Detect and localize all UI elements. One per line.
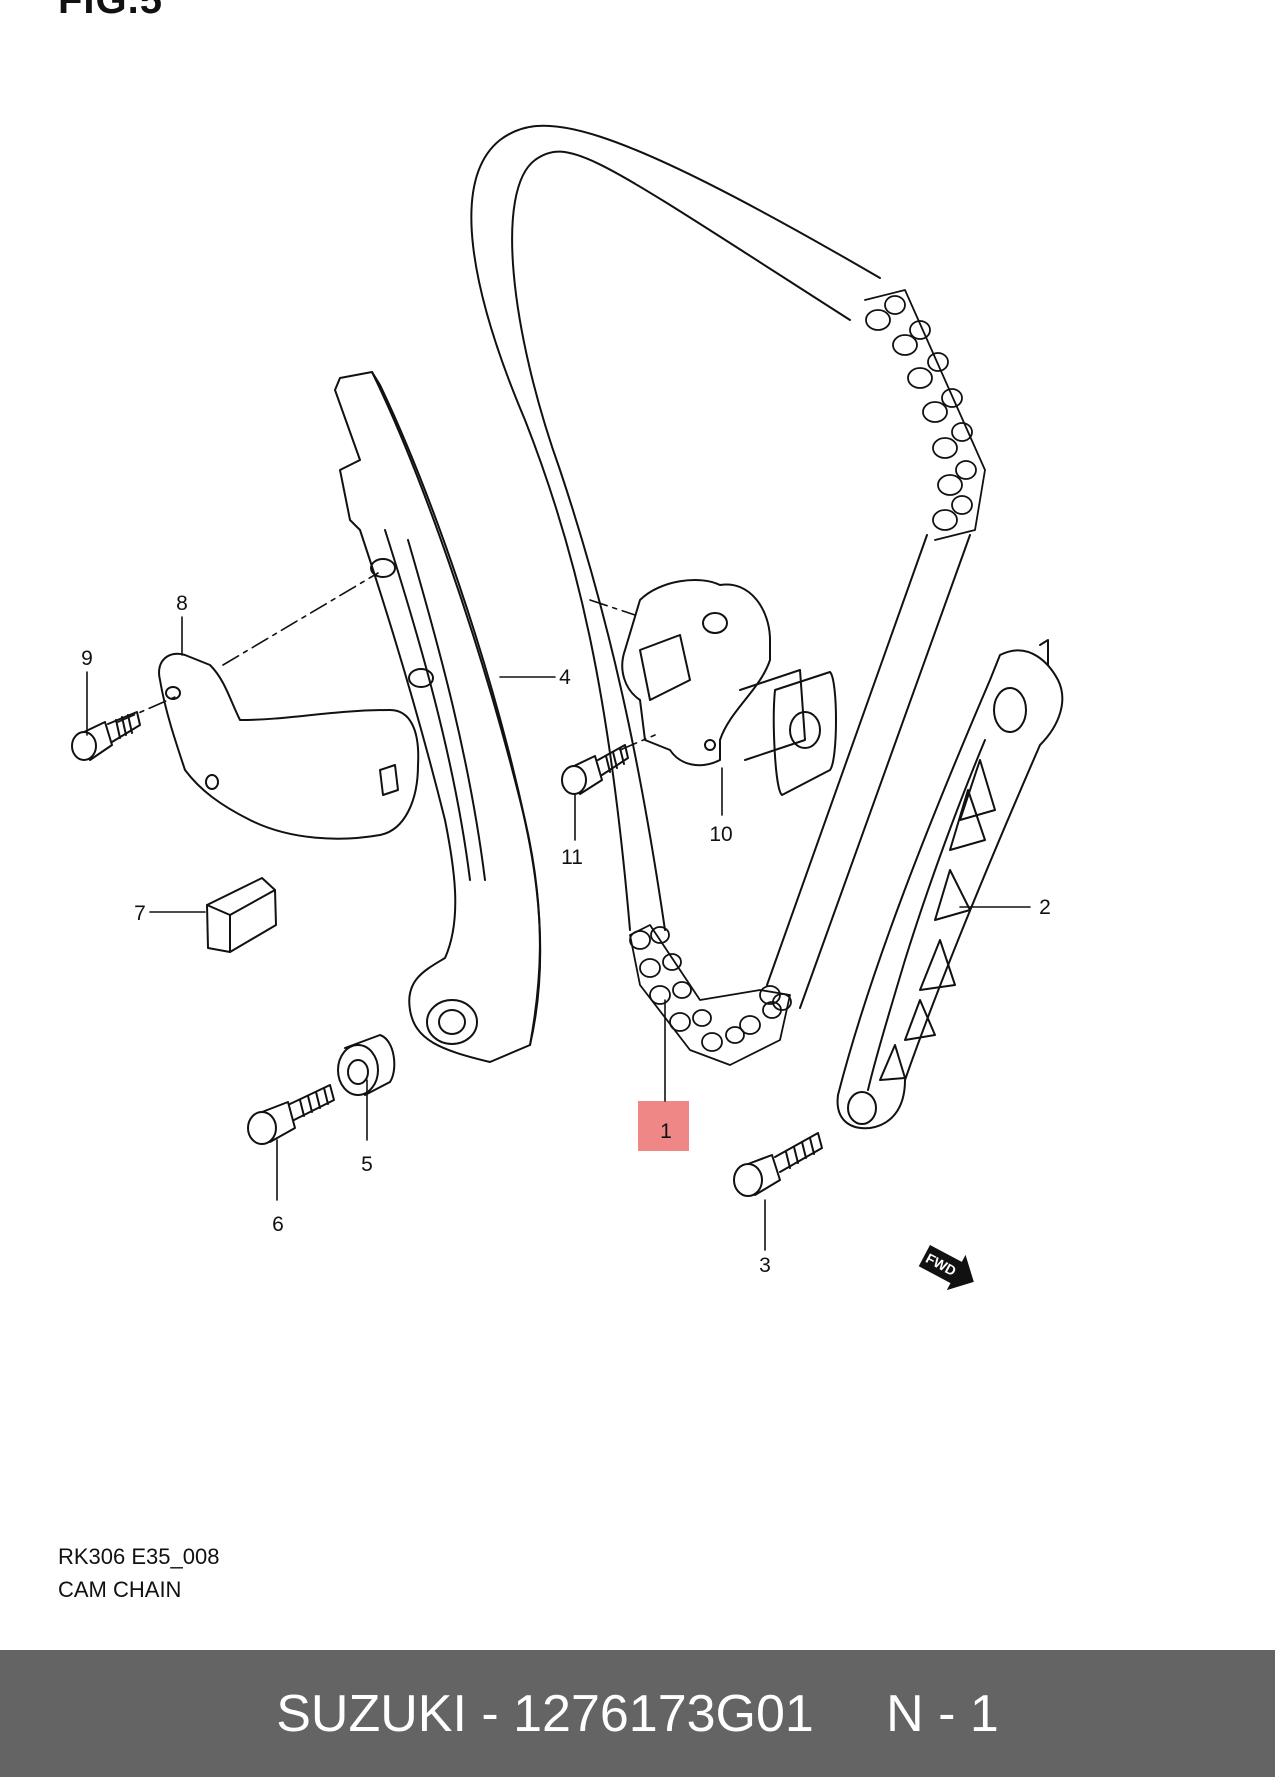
exploded-parts-diagram: FWD 1 2 3 4 5 6 7 8 9 10 11 [71, 124, 1064, 1291]
callout-1: 1 [660, 1120, 672, 1143]
tensioner-bracket-drawing [158, 652, 420, 840]
callout-7: 7 [134, 902, 146, 925]
callout-5: 5 [361, 1153, 373, 1176]
callout-8: 8 [176, 592, 188, 615]
figure-heading: FIG.5 [58, 0, 164, 22]
cam-chain-guide-drawing [836, 639, 1064, 1130]
bolt-6-drawing [247, 1084, 335, 1145]
callout-4: 4 [559, 666, 571, 689]
bolt-9-drawing [71, 711, 141, 761]
callout-10: 10 [709, 823, 732, 846]
bolt-11-drawing [561, 744, 629, 795]
cam-chain-drawing [470, 124, 986, 1066]
bolt-3-drawing [733, 1132, 823, 1197]
callout-3: 3 [759, 1254, 771, 1277]
callout-6: 6 [272, 1213, 284, 1236]
diagram-code: RK306 E35_008 [58, 1544, 220, 1569]
fwd-arrow-icon: FWD [918, 1245, 974, 1291]
diagram-title: CAM CHAIN [58, 1577, 182, 1602]
highlight-box-callout-1 [638, 1101, 689, 1151]
callout-9: 9 [81, 647, 93, 670]
assembly-lines [117, 572, 656, 751]
washer-5-drawing [337, 1034, 396, 1096]
leader-lines [86, 616, 1031, 1251]
footer-part-label: SUZUKI - 1276173G01 N - 1 [276, 1684, 999, 1743]
footer-bar: SUZUKI - 1276173G01 N - 1 [0, 1650, 1275, 1777]
tensioner-guide-drawing [334, 371, 542, 1063]
cam-chain-tensioner-drawing [621, 579, 837, 796]
callout-11: 11 [561, 846, 583, 869]
callout-2: 2 [1039, 896, 1051, 919]
cap-7-drawing [206, 877, 277, 953]
